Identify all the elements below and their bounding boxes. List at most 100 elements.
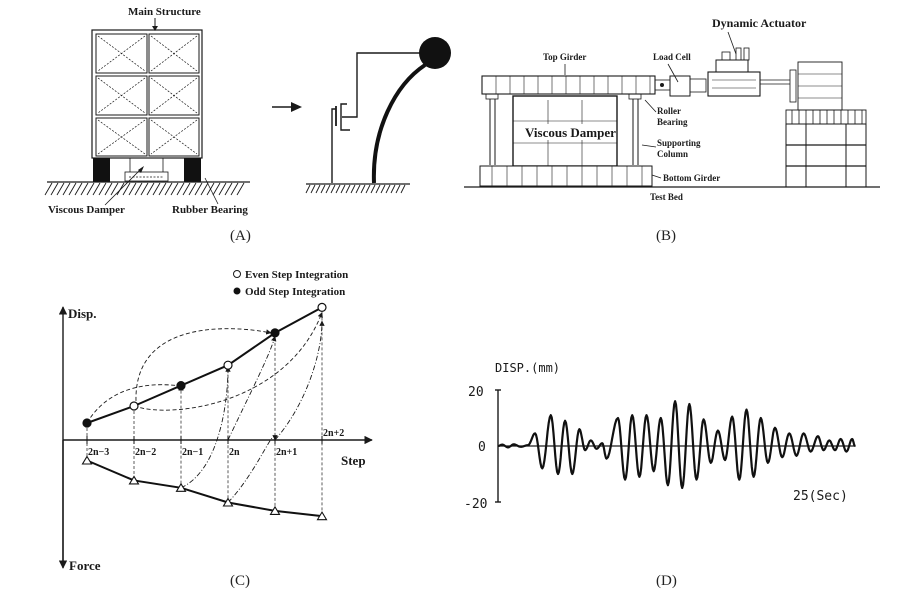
- hatch-line: [236, 182, 245, 196]
- hatch-line: [212, 182, 221, 196]
- displacement-series-line: [497, 400, 856, 490]
- hatch-line: [122, 182, 131, 196]
- panel-a-drawing: Main Structure Viscous Damper Rubber Bea…: [44, 6, 451, 216]
- hatch-line: [340, 184, 346, 194]
- even-step-point: [129, 401, 139, 411]
- hatch-line: [345, 184, 351, 194]
- ground-hatch-model: [305, 184, 406, 194]
- step-tick-label: 2n−3: [88, 447, 109, 458]
- hatch-line: [104, 182, 113, 196]
- hatch-line: [152, 182, 161, 196]
- caption-a: (A): [230, 228, 251, 244]
- displacement-peak-point: [752, 476, 755, 478]
- viscous-damper-a: [124, 158, 169, 182]
- displacement-peak-point: [809, 450, 812, 453]
- bottom-girder: [479, 165, 653, 187]
- hatch-line: [315, 184, 321, 194]
- odd-step-point: [270, 328, 280, 338]
- odd-step-point: [176, 381, 186, 391]
- hatch-line: [62, 182, 71, 196]
- frame-bay: [95, 33, 148, 74]
- rubber-bearing-right: [184, 158, 201, 182]
- brace: [97, 35, 146, 72]
- displacement-peak-point: [702, 418, 705, 421]
- prediction-arc: [274, 320, 325, 441]
- frame-bay: [95, 75, 148, 116]
- hatch-line: [320, 184, 326, 194]
- displacement-peak-point: [601, 442, 604, 444]
- hatch-line: [98, 182, 107, 196]
- displacement-peak-point: [501, 443, 504, 446]
- step-tick-label: 2n+2: [323, 428, 344, 439]
- displacement-peak-point: [788, 432, 791, 435]
- displacement-chart: DISP.(mm) 20 0 -20 25(Sec): [464, 361, 856, 512]
- hatch-line: [140, 182, 149, 196]
- label-bearing: Bearing: [657, 117, 688, 127]
- displacement-peak-point: [605, 457, 608, 460]
- load-cell: [654, 75, 691, 97]
- step-tick-label: 2n−1: [182, 447, 203, 458]
- step-tick-label: 2n+1: [276, 447, 297, 458]
- hatch-line: [50, 182, 59, 196]
- displacement-peak-point: [590, 439, 592, 442]
- step-axis-label: Step: [341, 453, 366, 468]
- frame-bay: [95, 117, 148, 157]
- brace: [97, 77, 146, 114]
- hatch-line: [128, 182, 137, 196]
- label-bottom-girder: Bottom Girder: [663, 173, 720, 183]
- displacement-peak-point: [717, 429, 719, 432]
- caption-d: (D): [656, 573, 677, 589]
- dynamic-actuator: [689, 47, 797, 103]
- displacement-peak-point: [709, 462, 712, 464]
- hatch-line: [200, 182, 209, 196]
- chart-xlabel: 25(Sec): [793, 489, 848, 504]
- displacement-peak-point: [652, 470, 655, 472]
- displacement-peak-point: [759, 417, 762, 419]
- ytick-label-zero: 0: [478, 440, 486, 455]
- hatch-line: [350, 184, 356, 194]
- displacement-peak-point: [645, 414, 648, 416]
- legend-even-label: Even Step Integration: [245, 269, 348, 281]
- displacement-peak-point: [822, 449, 825, 451]
- displacement-peak-point: [550, 414, 552, 416]
- hatch-line: [370, 184, 376, 194]
- displacement-peak-point: [674, 400, 676, 402]
- hatch-line: [335, 184, 341, 194]
- hatch-line: [158, 182, 167, 196]
- brace: [97, 119, 146, 155]
- hatch-line: [385, 184, 391, 194]
- label-test-bed: Test Bed: [650, 192, 683, 202]
- hatch-line: [305, 184, 311, 194]
- force-point: [175, 482, 187, 492]
- hatch-line: [395, 184, 401, 194]
- lumped-mass: [419, 37, 451, 69]
- legend-even-marker: [233, 270, 241, 278]
- displacement-peak-point: [631, 414, 634, 416]
- prediction-arc: [227, 335, 277, 441]
- displacement-peak-point: [512, 443, 515, 446]
- viscous-damper-arrowhead-icon: [138, 166, 144, 173]
- hatch-line: [110, 182, 119, 196]
- label-roller: Roller: [657, 106, 681, 116]
- legend-odd-label: Odd Step Integration: [245, 286, 345, 298]
- viscous-damper-pointer: [104, 167, 143, 206]
- dashpot-cylinder: [340, 103, 350, 131]
- label-supporting: Supporting: [657, 138, 701, 148]
- label-dynamic-actuator: Dynamic Actuator: [712, 16, 807, 30]
- force-point: [222, 497, 234, 507]
- displacement-peak-point: [681, 487, 684, 489]
- brace: [150, 119, 198, 155]
- legend-odd-marker: [233, 287, 241, 295]
- displacement-peak-point: [828, 439, 831, 442]
- prediction-arc: [135, 328, 272, 401]
- label-load-cell: Load Cell: [653, 52, 691, 62]
- hatch-line: [74, 182, 83, 196]
- label-viscous-damper-a: Viscous Damper: [48, 204, 125, 216]
- brace: [150, 77, 198, 114]
- displacement-peak-point: [667, 484, 669, 486]
- force-point: [81, 455, 93, 465]
- main-structure-frame: [91, 29, 203, 159]
- hatch-line: [86, 182, 95, 196]
- hatch-line: [360, 184, 366, 194]
- hatch-line: [375, 184, 381, 194]
